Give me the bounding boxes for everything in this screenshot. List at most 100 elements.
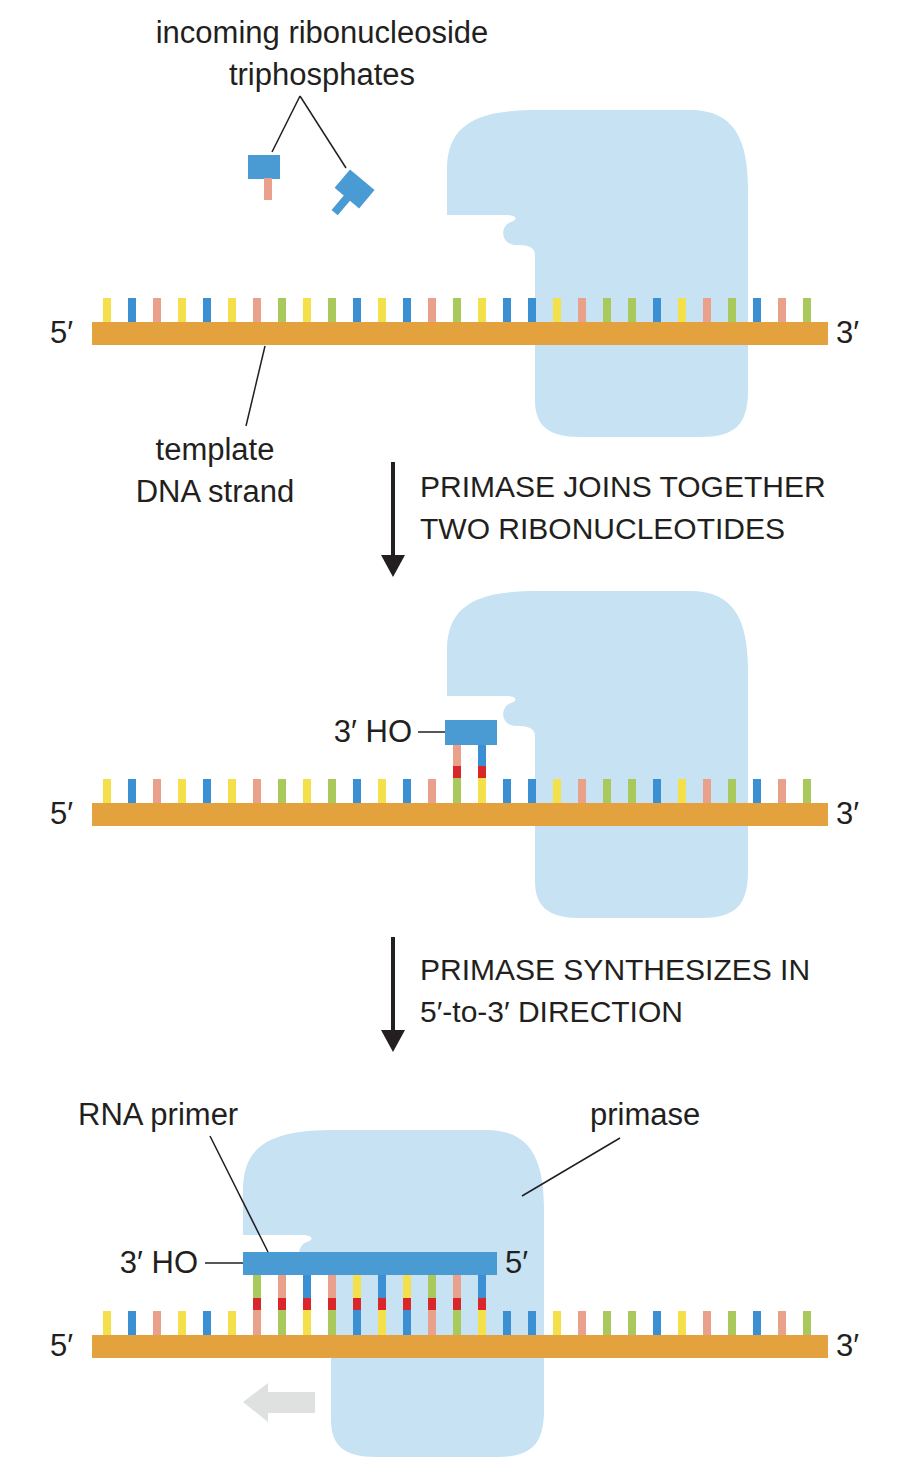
leader-line [246, 346, 265, 426]
dna-strand [92, 745, 828, 826]
base-pair-bond [303, 1298, 311, 1310]
part-label: RNA primer [78, 1094, 298, 1136]
template-base [378, 779, 386, 803]
rna-primer [445, 720, 497, 745]
part-label: primase [590, 1094, 750, 1136]
template-base [103, 779, 111, 803]
template-base [228, 298, 236, 322]
template-base [503, 1311, 511, 1335]
step-arrow-head [381, 1030, 405, 1052]
nucleotide-base [248, 155, 280, 179]
template-base [178, 298, 186, 322]
template-base [578, 298, 586, 322]
template-base [253, 779, 261, 803]
leader-line [272, 96, 300, 152]
template-base [603, 1311, 611, 1335]
template-base [478, 298, 486, 322]
template-base [403, 298, 411, 322]
template-base [278, 298, 286, 322]
template-base [678, 1311, 686, 1335]
template-base [128, 1311, 136, 1335]
primer-base [478, 745, 486, 766]
primer-base [303, 1275, 311, 1298]
template-base [653, 1311, 661, 1335]
primase-enzyme [447, 110, 748, 437]
template-base [678, 779, 686, 803]
template-base [528, 779, 536, 803]
base-pair-bond [328, 1298, 336, 1310]
primase-enzyme [243, 1130, 544, 1457]
template-base [353, 779, 361, 803]
template-base [728, 298, 736, 322]
base-pair-bond [253, 1298, 261, 1310]
dna-backbone [92, 803, 828, 826]
template-base [303, 298, 311, 322]
template-base [403, 779, 411, 803]
template-base [378, 1310, 386, 1335]
nucleotide [322, 169, 374, 223]
primer-base [453, 745, 461, 766]
template-base [153, 298, 161, 322]
base-pair-bond [478, 766, 486, 778]
base-pair-bond [453, 766, 461, 778]
template-base [603, 298, 611, 322]
template-base [653, 298, 661, 322]
template-base [328, 1310, 336, 1335]
template-base [103, 1311, 111, 1335]
template-base [178, 1311, 186, 1335]
template-base [803, 779, 811, 803]
primer-base [453, 1275, 461, 1298]
template-base [578, 1311, 586, 1335]
strand-end-label: 5′ [50, 312, 90, 354]
template-base [628, 298, 636, 322]
primer-base [478, 1275, 486, 1298]
template-base [553, 298, 561, 322]
template-base [303, 1310, 311, 1335]
template-base [453, 778, 461, 803]
primer-base [253, 1275, 261, 1298]
hydroxyl-bond [205, 1262, 243, 1264]
template-base [628, 779, 636, 803]
dna-backbone [92, 1335, 828, 1358]
primer-base [428, 1275, 436, 1298]
base-pair-bond [403, 1298, 411, 1310]
template-base [503, 779, 511, 803]
step-arrow-shaft [391, 937, 395, 1032]
template-base [553, 779, 561, 803]
template-base [303, 779, 311, 803]
step-label: PRIMASE SYNTHESIZES IN 5′-to-3′ DIRECTIO… [420, 949, 840, 1033]
template-base [403, 1310, 411, 1335]
nucleotide-stem [264, 178, 272, 200]
template-base [503, 298, 511, 322]
template-base [153, 779, 161, 803]
template-base [378, 298, 386, 322]
template-base [428, 298, 436, 322]
template-base [228, 779, 236, 803]
base-pair-bond [478, 1298, 486, 1310]
primer-base [328, 1275, 336, 1298]
template-base [328, 779, 336, 803]
template-base [728, 779, 736, 803]
leader-line [522, 1138, 620, 1196]
template-base [728, 1311, 736, 1335]
template-base [753, 779, 761, 803]
template-base [428, 779, 436, 803]
template-base [753, 1311, 761, 1335]
template-base [278, 779, 286, 803]
template-base [203, 1311, 211, 1335]
template-base [153, 1311, 161, 1335]
end-group-label: 3′ HO [292, 711, 412, 753]
template-base [353, 298, 361, 322]
template-base [778, 298, 786, 322]
ribonucleoside-triphosphates [248, 155, 375, 223]
strand-end-label: 3′ [836, 312, 876, 354]
template-base [603, 779, 611, 803]
strand-end-label: 5′ [50, 793, 90, 835]
template-base [803, 1311, 811, 1335]
step-arrow-head [381, 555, 405, 577]
template-base [778, 1311, 786, 1335]
template-base [203, 298, 211, 322]
nucleotide-stem [332, 195, 351, 215]
template-base [553, 1311, 561, 1335]
